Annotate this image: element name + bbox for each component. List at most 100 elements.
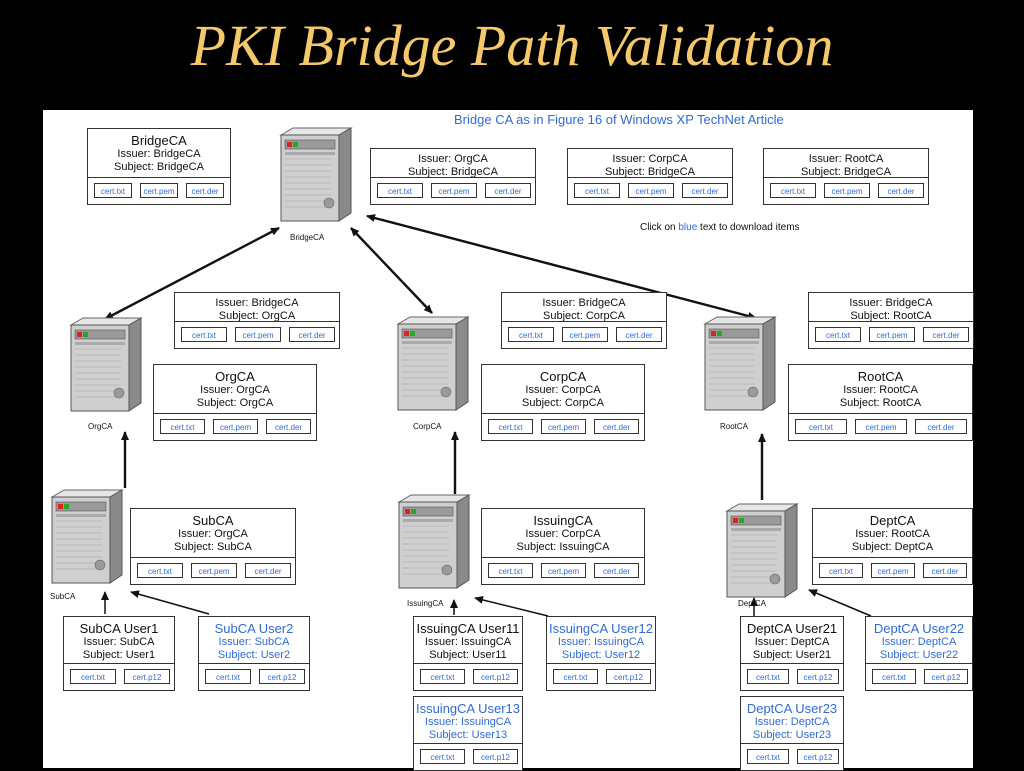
cert-issuer: Issuer: RootCA — [808, 153, 884, 165]
download-link-cert-txt[interactable]: cert.txt — [137, 563, 183, 578]
arrow-user22-dept — [808, 589, 872, 617]
cert-issuer: Issuer: IssuingCA — [424, 636, 512, 648]
cert-name: DeptCA User21 — [746, 621, 838, 636]
download-link-cert-pem[interactable]: cert.pem — [562, 327, 608, 342]
download-link-cert-txt[interactable]: cert.txt — [747, 669, 789, 684]
download-link-cert-der[interactable]: cert.der — [923, 327, 969, 342]
download-link-cert-pem[interactable]: cert.pem — [824, 183, 870, 198]
download-link-cert-txt[interactable]: cert.txt — [508, 327, 554, 342]
download-link-cert-p12[interactable]: cert.p12 — [606, 669, 651, 684]
download-link-cert-pem[interactable]: cert.pem — [235, 327, 281, 342]
arrow-user2-sub — [130, 590, 210, 615]
download-link-cert-der[interactable]: cert.der — [594, 563, 639, 578]
cert-name: SubCA User1 — [79, 621, 159, 636]
download-link-cert-der[interactable]: cert.der — [289, 327, 335, 342]
download-link-cert-txt[interactable]: cert.txt — [94, 183, 132, 198]
server-label-dept: DeptCA — [738, 599, 767, 608]
cert-name[interactable]: SubCA User2 — [214, 621, 294, 636]
cert-name[interactable]: DeptCA User22 — [873, 621, 965, 636]
download-link-cert-pem[interactable]: cert.pem — [869, 327, 915, 342]
download-link-cert-pem[interactable]: cert.pem — [541, 563, 586, 578]
download-link-cert-p12[interactable]: cert.p12 — [924, 669, 968, 684]
cert-issuer[interactable]: Issuer: DeptCA — [754, 716, 830, 728]
cert-subject[interactable]: Subject: User22 — [879, 649, 959, 661]
download-link-cert-pem[interactable]: cert.pem — [871, 563, 915, 578]
download-link-cert-txt[interactable]: cert.txt — [819, 563, 863, 578]
download-link-cert-pem[interactable]: cert.pem — [140, 183, 178, 198]
download-link-cert-txt[interactable]: cert.txt — [205, 669, 251, 684]
download-link-cert-p12[interactable]: cert.p12 — [259, 669, 305, 684]
cert-subject[interactable]: Subject: User2 — [217, 649, 291, 661]
download-link-cert-p12[interactable]: cert.p12 — [473, 669, 518, 684]
cert-subject[interactable]: Subject: User12 — [561, 649, 641, 661]
download-link-cert-txt[interactable]: cert.txt — [795, 419, 847, 434]
download-link-cert-p12[interactable]: cert.p12 — [797, 749, 839, 764]
cert-issuer[interactable]: Issuer: IssuingCA — [424, 716, 512, 728]
cert-download-links: cert.txt cert.pem cert.der — [764, 177, 928, 204]
download-link-cert-der[interactable]: cert.der — [878, 183, 924, 198]
download-link-cert-txt[interactable]: cert.txt — [574, 183, 620, 198]
download-link-cert-der[interactable]: cert.der — [186, 183, 224, 198]
cert-issuer: Issuer: BridgeCA — [117, 148, 201, 160]
download-link-cert-txt[interactable]: cert.txt — [747, 749, 789, 764]
download-link-cert-txt[interactable]: cert.txt — [420, 669, 465, 684]
cert-name: CorpCA — [539, 369, 587, 384]
download-link-cert-der[interactable]: cert.der — [245, 563, 291, 578]
download-link-cert-der[interactable]: cert.der — [682, 183, 728, 198]
download-link-cert-txt[interactable]: cert.txt — [377, 183, 423, 198]
diagram-panel: Bridge CA as in Figure 16 of Windows XP … — [43, 110, 974, 771]
download-link-cert-pem[interactable]: cert.pem — [541, 419, 586, 434]
download-link-cert-der[interactable]: cert.der — [915, 419, 967, 434]
server-icon-corp — [396, 316, 470, 411]
cert-subject[interactable]: Subject: User13 — [428, 729, 508, 741]
download-link-cert-txt[interactable]: cert.txt — [815, 327, 861, 342]
download-link-cert-txt[interactable]: cert.txt — [488, 419, 533, 434]
cert-subject[interactable]: Subject: User23 — [752, 729, 832, 741]
download-link-cert-txt[interactable]: cert.txt — [160, 419, 205, 434]
cert-issuer[interactable]: Issuer: DeptCA — [881, 636, 957, 648]
download-link-cert-p12[interactable]: cert.p12 — [797, 669, 839, 684]
download-link-cert-txt[interactable]: cert.txt — [770, 183, 816, 198]
download-link-cert-txt[interactable]: cert.txt — [553, 669, 598, 684]
cert-issuer[interactable]: Issuer: SubCA — [218, 636, 290, 648]
download-link-cert-pem[interactable]: cert.pem — [628, 183, 674, 198]
cert-subject: Subject: OrgCA — [196, 397, 274, 409]
cert-download-links: cert.txt cert.p12 — [414, 743, 522, 770]
cert-name: RootCA — [857, 369, 904, 384]
download-link-cert-der[interactable]: cert.der — [266, 419, 311, 434]
download-link-cert-txt[interactable]: cert.txt — [181, 327, 227, 342]
download-link-cert-der[interactable]: cert.der — [485, 183, 531, 198]
cert-issuer: Issuer: OrgCA — [418, 153, 488, 165]
download-link-cert-pem[interactable]: cert.pem — [191, 563, 237, 578]
cert-download-links: cert.txt cert.pem cert.der — [175, 321, 339, 348]
cert-name: BridgeCA — [131, 133, 187, 148]
download-link-cert-pem[interactable]: cert.pem — [431, 183, 477, 198]
cert-name[interactable]: DeptCA User23 — [746, 701, 838, 716]
cert-name[interactable]: IssuingCA User13 — [415, 701, 521, 716]
download-link-cert-p12[interactable]: cert.p12 — [473, 749, 518, 764]
download-link-cert-der[interactable]: cert.der — [594, 419, 639, 434]
server-label-sub: SubCA — [50, 592, 76, 601]
cert-subject: Subject: User1 — [82, 649, 156, 661]
download-link-cert-txt[interactable]: cert.txt — [70, 669, 116, 684]
cert-name[interactable]: IssuingCA User12 — [548, 621, 654, 636]
download-link-cert-p12[interactable]: cert.p12 — [124, 669, 170, 684]
download-link-cert-txt[interactable]: cert.txt — [872, 669, 916, 684]
download-link-cert-txt[interactable]: cert.txt — [420, 749, 465, 764]
download-link-cert-der[interactable]: cert.der — [616, 327, 662, 342]
hint-text: Click on — [640, 222, 679, 233]
cert-issuer[interactable]: Issuer: IssuingCA — [557, 636, 645, 648]
download-link-cert-pem[interactable]: cert.pem — [213, 419, 258, 434]
download-link-cert-pem[interactable]: cert.pem — [855, 419, 907, 434]
download-link-cert-txt[interactable]: cert.txt — [488, 563, 533, 578]
download-link-cert-der[interactable]: cert.der — [923, 563, 967, 578]
